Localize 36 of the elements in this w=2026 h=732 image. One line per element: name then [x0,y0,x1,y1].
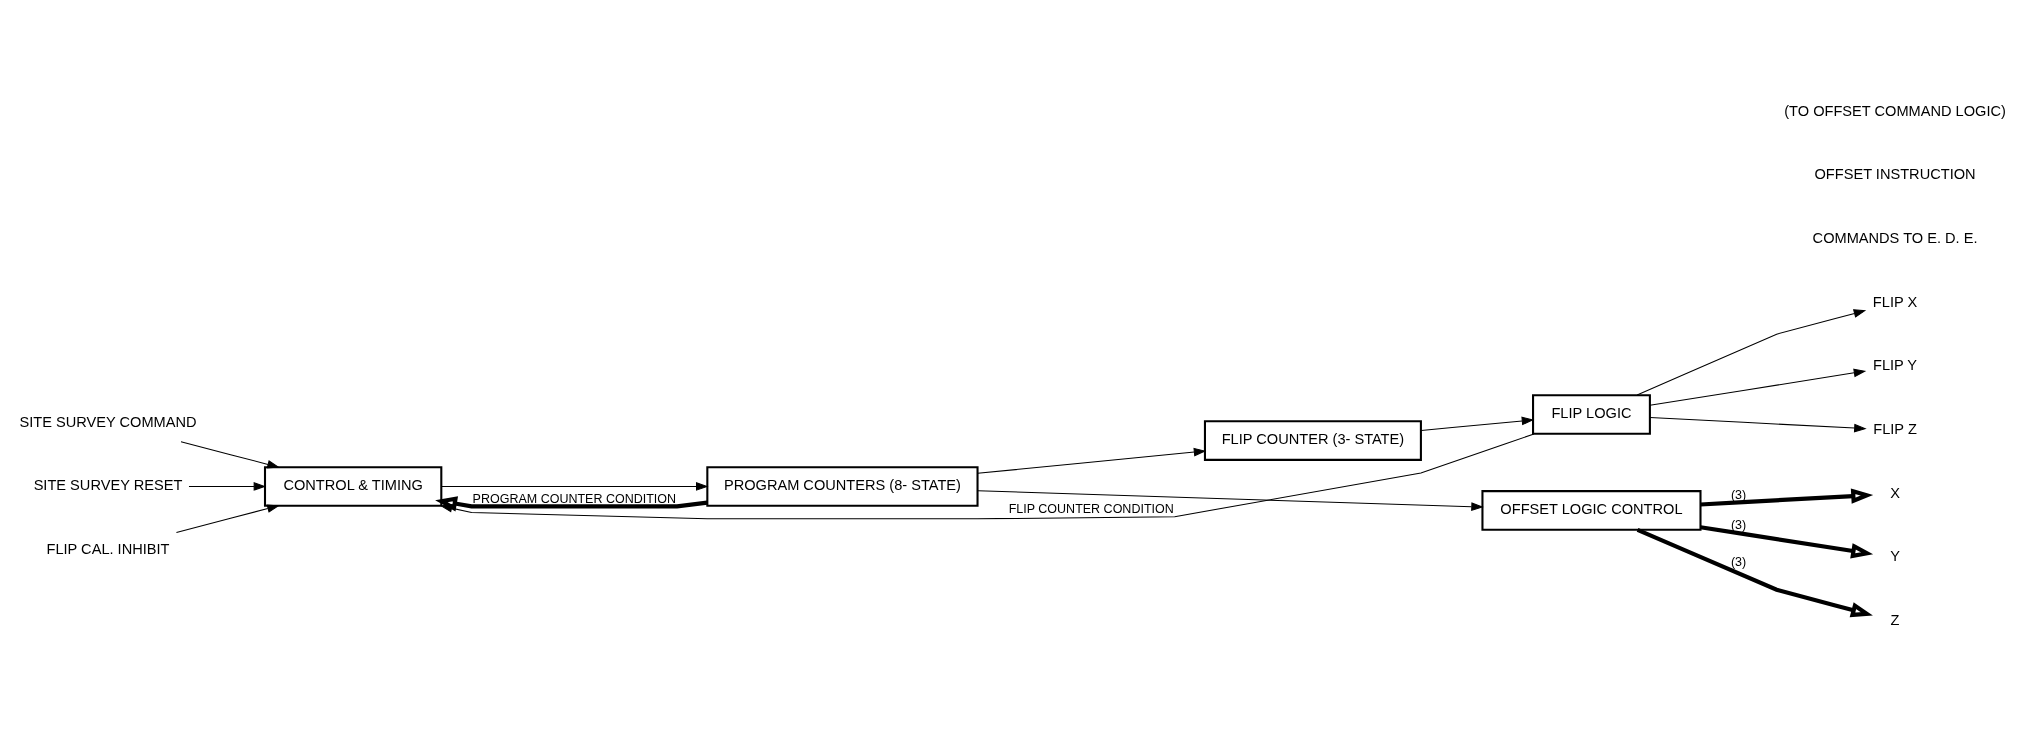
node-text: FLIP X [1872,293,1918,310]
arrow [441,481,709,491]
node-box: PROGRAM COUNTERS (8- STATE) [706,465,979,507]
arrow [1700,524,1874,558]
edge-label: PROGRAM COUNTER CONDITION [472,491,677,506]
edge-label: (3) [1730,517,1747,532]
edge-label: FLIP COUNTER CONDITION [1008,501,1174,516]
arrow [1649,416,1867,432]
node-text: Y [1890,547,1900,564]
node-text: X [1890,484,1900,501]
arrow [1700,487,1874,507]
label: OFFSET INSTRUCTION [1814,165,1976,182]
node-box: FLIP COUNTER (3- STATE) [1203,419,1422,461]
arrow [1636,527,1873,617]
arrow [175,503,280,533]
arrow [180,440,280,469]
arrow [977,447,1207,474]
node-text: SITE SURVEY COMMAND [19,413,197,430]
label: COMMANDS TO E. D. E. [1812,229,1978,246]
arrow [188,481,267,491]
arrow [439,432,1535,519]
node-box: CONTROL & TIMING [263,465,443,507]
arrow [1636,308,1867,396]
label: (TO OFFSET COMMAND LOGIC) [1784,102,2006,119]
arrow [1649,368,1867,406]
arrow [977,489,1484,511]
node-text: FLIP CAL. INHIBIT [46,540,170,557]
node-text: FLIP Z [1873,420,1917,437]
arrow [435,495,708,511]
node-text: SITE SURVEY RESET [33,476,183,493]
node-text: FLIP Y [1873,356,1918,373]
node-box: FLIP LOGIC [1532,393,1651,435]
node-text: Z [1890,611,1900,628]
edge-label: (3) [1730,554,1747,569]
node-box: OFFSET LOGIC CONTROL [1481,489,1702,531]
arrow [1420,416,1535,431]
